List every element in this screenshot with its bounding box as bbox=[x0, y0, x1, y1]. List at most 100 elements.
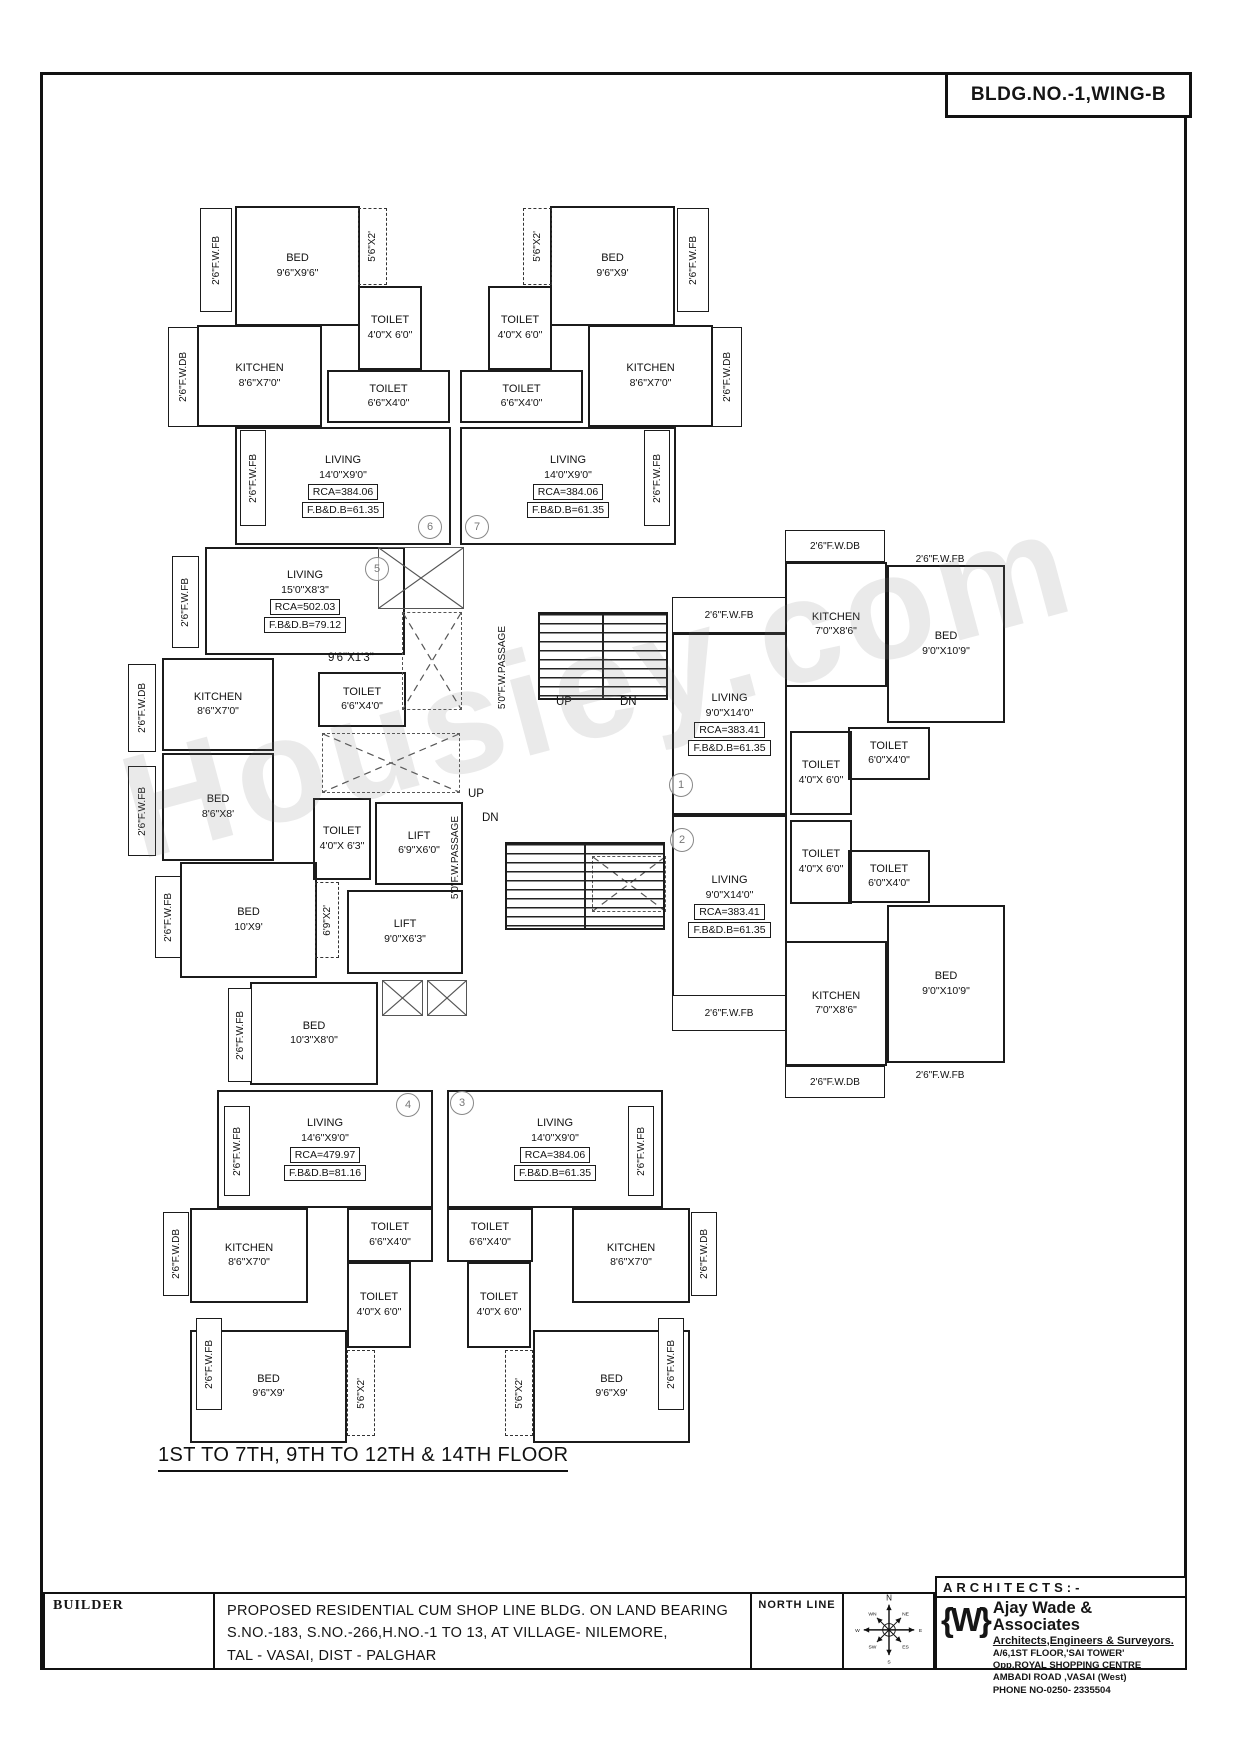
room-name: TOILET bbox=[359, 1291, 399, 1304]
room-name: BED bbox=[257, 1372, 280, 1385]
room-dims: 9'0"X10'9" bbox=[922, 644, 970, 657]
rca-value: RCA=384.06 bbox=[519, 1146, 591, 1163]
svg-text:SW: SW bbox=[868, 1644, 876, 1650]
balcony: 5'6"X2' bbox=[347, 1350, 375, 1436]
wall-label: 2'6"F.W.FB bbox=[628, 1106, 654, 1196]
svg-text:S: S bbox=[887, 1659, 891, 1664]
wall-label-text: 2'6"F.W.DB bbox=[721, 352, 733, 402]
wall-label-text: 2'6"F.W.FB bbox=[635, 1126, 647, 1176]
room-dims: 10'3"X8'0" bbox=[290, 1034, 338, 1047]
room-dims: 14'6"X9'0" bbox=[301, 1131, 349, 1144]
svg-text:NE: NE bbox=[902, 1611, 910, 1617]
rca-value: RCA=384.06 bbox=[307, 483, 379, 500]
staircase bbox=[538, 612, 668, 700]
room-name: BED bbox=[286, 252, 309, 265]
room-name: KITCHEN bbox=[224, 1241, 274, 1254]
room-name: BED bbox=[934, 970, 958, 983]
room-name: LIVING bbox=[286, 568, 324, 581]
wall-label: 2'6"F.W.FB bbox=[224, 1106, 250, 1196]
wall-label: 2'6"F.W.FB bbox=[658, 1318, 684, 1410]
room-name: TOILET bbox=[342, 685, 382, 698]
room-name: TOILET bbox=[470, 1221, 510, 1234]
room-dims: 4'0"X 6'0" bbox=[476, 1305, 522, 1318]
wall-label-text: 2'6"F.W.DB bbox=[177, 352, 189, 402]
room-name: TOILET bbox=[801, 848, 841, 861]
room-name: KITCHEN bbox=[193, 690, 243, 703]
room-dims: 8'6"X7'0" bbox=[228, 1256, 270, 1269]
room-toilet: TOILET 6'0"X4'0" bbox=[848, 850, 930, 903]
room-dims: 7'0"X8'6" bbox=[815, 625, 857, 638]
room-name: TOILET bbox=[500, 314, 540, 327]
room-name: LIVING bbox=[324, 453, 362, 466]
room-dims: 6'0"X4'0" bbox=[868, 877, 910, 890]
room-name: BED bbox=[237, 906, 260, 919]
room-dims: 9'6"X9' bbox=[596, 266, 629, 279]
room-name: TOILET bbox=[869, 739, 909, 752]
svg-text:E: E bbox=[918, 1628, 922, 1634]
firm-logo-icon: {W} bbox=[941, 1601, 992, 1638]
room-dims: 4'0"X 6'0" bbox=[798, 773, 844, 786]
room-dims: 4'0"X 6'0" bbox=[356, 1305, 402, 1318]
fbdb-value: F.B&D.B=79.12 bbox=[263, 616, 347, 634]
wall-label: 2'6"F.W.FB bbox=[644, 430, 670, 526]
rca-value: RCA=502.03 bbox=[269, 598, 341, 615]
room-dims: 6'6"X4'0" bbox=[469, 1235, 511, 1248]
rca-value: RCA=384.06 bbox=[532, 483, 604, 500]
balcony: 5'6"X2' bbox=[523, 208, 552, 285]
firm-details: Ajay Wade & Associates Architects,Engine… bbox=[992, 1599, 1181, 1697]
wall-label: 2'6"F.W.FB bbox=[915, 553, 965, 565]
room-dims: 7'0"X8'6" bbox=[815, 1004, 857, 1017]
svg-text:W: W bbox=[855, 1628, 860, 1634]
room-name: KITCHEN bbox=[626, 362, 675, 375]
wall-label: 2'6"F.W.FB bbox=[240, 430, 266, 526]
room-name: KITCHEN bbox=[811, 610, 861, 623]
wall-label: 2'6"F.W.FB bbox=[196, 1318, 222, 1410]
room-name: LIFT bbox=[407, 829, 431, 842]
room-name: TOILET bbox=[869, 862, 909, 875]
room-name: BED bbox=[934, 630, 958, 643]
wall-label-text: 2'6"F.W.DB bbox=[170, 1229, 182, 1279]
room-dims: 6'6"X4'0" bbox=[367, 397, 410, 410]
wall-label-text: 2'6"F.W.FB bbox=[210, 235, 222, 285]
wall-label-text: 2'6"F.W.FB bbox=[180, 577, 191, 627]
firm-address-line-2: Opp.ROYAL SHOPPING CENTRE bbox=[992, 1659, 1142, 1671]
room-dims: 10'X9' bbox=[234, 920, 263, 933]
balcony: 6'9"X2' bbox=[315, 882, 339, 958]
fbdb-value: F.B&D.B=61.35 bbox=[301, 501, 385, 519]
wall-label: 2'6"F.W.DB bbox=[128, 664, 156, 752]
room-name: TOILET bbox=[369, 382, 408, 395]
wall-label-text: 2'6"F.W.DB bbox=[136, 683, 148, 733]
room-name: TOILET bbox=[370, 1221, 410, 1234]
room-dims: 6'6"X4'0" bbox=[341, 700, 383, 713]
room-name: BED bbox=[601, 252, 624, 265]
duct-shaft bbox=[322, 733, 460, 793]
builder-label: BUILDER bbox=[53, 1598, 124, 1613]
fbdb-value: F.B&D.B=61.35 bbox=[513, 1164, 597, 1182]
fbdb-value: F.B&D.B=81.16 bbox=[283, 1164, 367, 1182]
firm-address-line-4: PHONE NO-0250- 2335504 bbox=[992, 1684, 1111, 1696]
duct-shaft bbox=[378, 547, 464, 609]
flat-marker-3: 3 bbox=[450, 1091, 474, 1115]
duct-shaft bbox=[402, 612, 462, 710]
balcony-dims: 5'6"X2' bbox=[367, 231, 378, 262]
plan-label: 9'6"X1'3" bbox=[328, 652, 374, 664]
passage-label: 5'0"F.W.PASSAGE bbox=[447, 788, 463, 928]
room-dims: 4'0"X 6'0" bbox=[497, 328, 543, 341]
wall-label: 2'6"F.W.FB bbox=[128, 766, 156, 856]
room-kitchen: KITCHEN 7'0"X8'6" bbox=[785, 562, 887, 687]
balcony: 5'6"X2' bbox=[358, 208, 387, 285]
